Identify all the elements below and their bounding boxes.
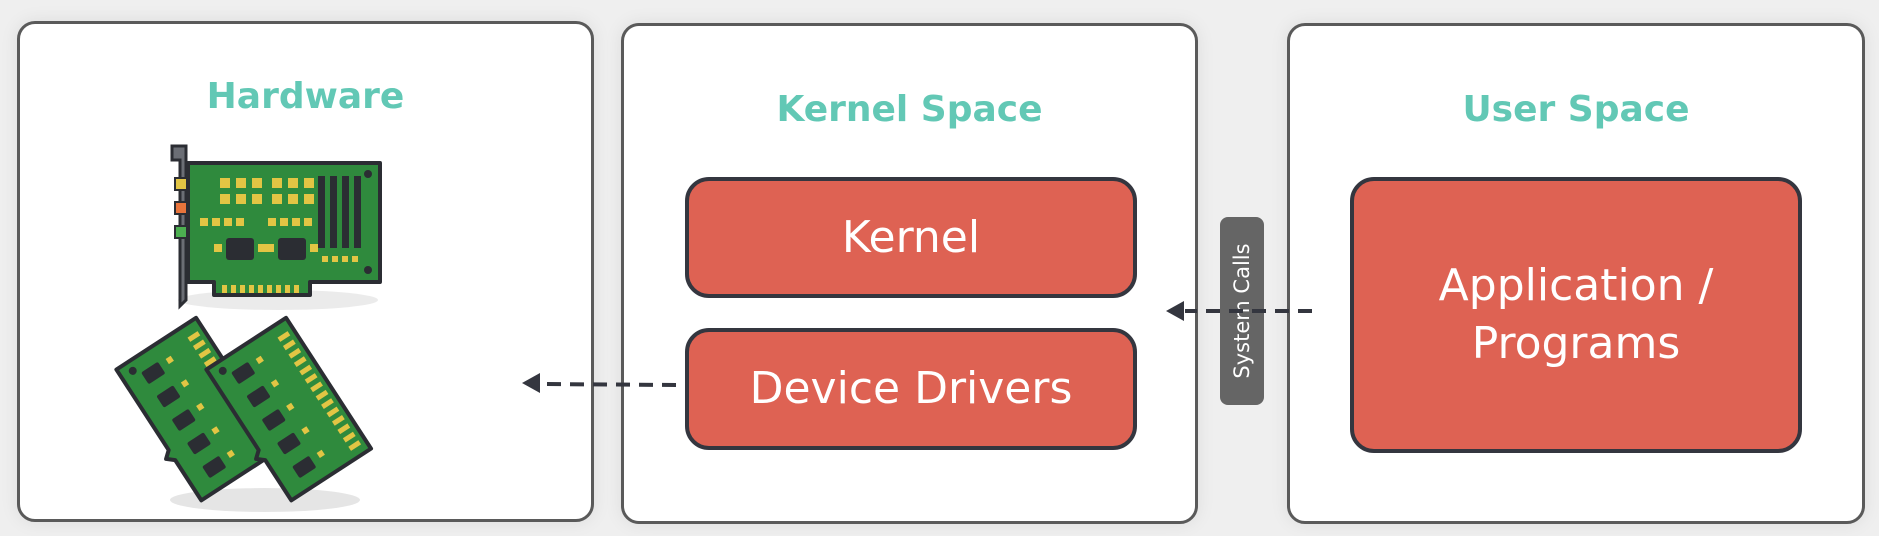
application-label-line1: Application / <box>1438 260 1714 311</box>
device-drivers-block: Device Drivers <box>685 328 1137 450</box>
kernel-space-title: Kernel Space <box>776 89 1043 130</box>
hardware-title: Hardware <box>206 76 405 117</box>
application-label-line2: Programs <box>1471 318 1681 369</box>
kernel-block: Kernel <box>685 177 1137 298</box>
kernel-space-panel: Kernel Space Kernel Device Drivers <box>621 23 1198 524</box>
application-block: Application / Programs <box>1350 177 1802 453</box>
driver-hardware-arrow <box>522 373 677 393</box>
kernel-label: Kernel <box>841 211 981 263</box>
user-space-panel: User Space Application / Programs <box>1287 23 1865 524</box>
user-space-title: User Space <box>1462 89 1690 130</box>
device-drivers-label: Device Drivers <box>749 363 1073 414</box>
system-call-arrow <box>1166 301 1312 321</box>
expansion-card-icon <box>170 144 382 310</box>
memory-module-icon <box>114 315 374 512</box>
